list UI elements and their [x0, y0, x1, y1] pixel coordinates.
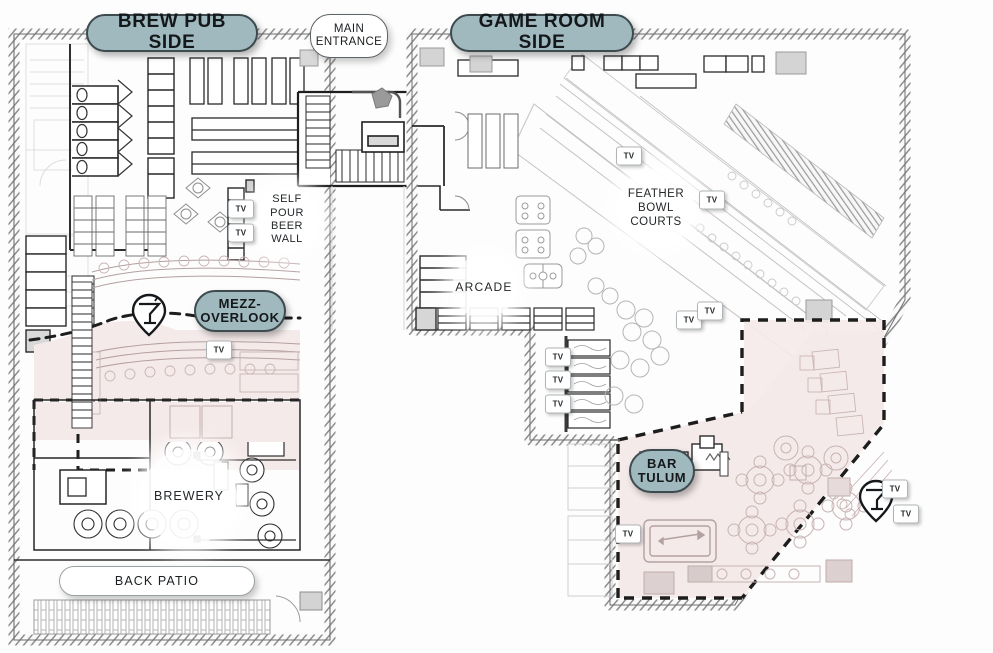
wall-casework-left — [25, 235, 67, 353]
patio-banquette — [799, 348, 865, 437]
tv-game-booth-1[interactable]: TV — [545, 347, 571, 367]
martini-pin-icon[interactable] — [131, 293, 167, 342]
brewery-area — [33, 399, 301, 551]
section-badge-game-room-side[interactable]: GAME ROOM SIDE — [450, 12, 634, 53]
marker-main-entrance[interactable]: MAIN ENTRANCE — [310, 14, 388, 58]
tv-brewpub-beerwall-1[interactable]: TV — [228, 199, 254, 219]
marker-brewery[interactable]: BREWERY — [141, 449, 237, 545]
tv-game-bowl-4[interactable]: TV — [697, 301, 723, 321]
tv-tulum-right-2[interactable]: TV — [893, 504, 919, 524]
back-patio-area — [14, 559, 330, 635]
tv-tulum-left[interactable]: TV — [615, 524, 641, 544]
section-badge-bar-tulum[interactable]: BAR TULUM — [629, 449, 695, 493]
restroom-stalls — [72, 85, 119, 177]
marker-feather-bowl-courts[interactable]: FEATHER BOWL COURTS — [617, 169, 695, 247]
arcade-cabinets — [437, 307, 595, 331]
section-badge-brew-pub-side[interactable]: BREW PUB SIDE — [86, 12, 258, 53]
bench-column — [71, 281, 93, 429]
tv-tulum-right-1[interactable]: TV — [882, 479, 908, 499]
tv-game-bowl-1[interactable]: TV — [616, 146, 642, 166]
bar-stools — [98, 255, 290, 382]
marker-back-patio[interactable]: BACK PATIO — [59, 566, 255, 596]
tv-game-booth-3[interactable]: TV — [545, 394, 571, 414]
tv-game-bowl-3[interactable]: TV — [676, 310, 702, 330]
bench-tables — [73, 195, 167, 257]
section-badge-mezz-overlook[interactable]: MEZZ- OVERLOOK — [194, 290, 286, 332]
tv-brewpub-beerwall-2[interactable]: TV — [228, 223, 254, 243]
lockers — [467, 113, 519, 169]
pool-table — [643, 519, 717, 563]
tv-game-bowl-2[interactable]: TV — [699, 190, 725, 210]
communal-tables-top — [189, 57, 305, 175]
game-top-casework — [457, 55, 765, 89]
service-block — [567, 443, 613, 597]
marker-self-pour-beer-wall[interactable]: SELF POUR BEER WALL — [256, 189, 318, 251]
entry-core — [296, 87, 470, 330]
bar-run-upper — [147, 57, 175, 199]
bar-tulum-zone — [616, 318, 886, 600]
game-tables — [515, 195, 563, 289]
lane-approach — [563, 53, 885, 311]
tv-brewpub-mezz[interactable]: TV — [206, 340, 232, 360]
entry-stairs — [305, 95, 405, 183]
tv-game-booth-2[interactable]: TV — [545, 370, 571, 390]
lounge-clusters — [569, 227, 670, 414]
booth-seating — [567, 339, 611, 429]
overlook-bar — [91, 259, 301, 369]
marker-arcade[interactable]: ARCADE — [452, 255, 516, 319]
